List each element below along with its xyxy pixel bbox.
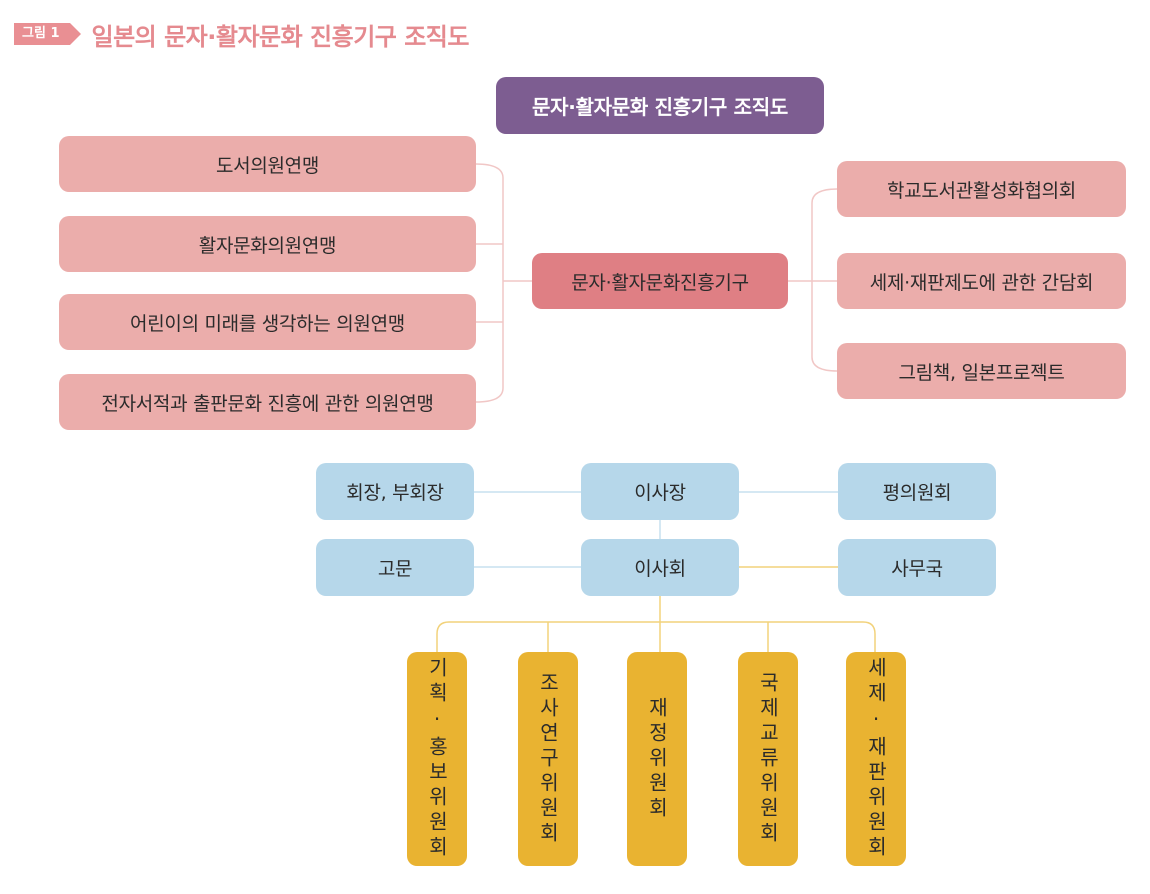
- figure-header: 그림 1 일본의 문자·활자문화 진흥기구 조직도: [14, 16, 469, 52]
- figure-title: 일본의 문자·활자문화 진흥기구 조직도: [91, 22, 470, 51]
- committee-finance: 재정위원회: [627, 652, 687, 866]
- left-group-1: 도서의원연맹: [59, 136, 476, 192]
- right-group-1: 학교도서관활성화협의회: [837, 161, 1126, 217]
- committee-tax: 세제·재판위원회: [846, 652, 906, 866]
- center-org: 문자·활자문화진흥기구: [532, 253, 788, 309]
- right-group-3: 그림책, 일본프로젝트: [837, 343, 1126, 399]
- left-group-2: 활자문화의원연맹: [59, 216, 476, 272]
- council-box: 평의원회: [838, 463, 996, 520]
- right-group-2: 세제·재판제도에 관한 간담회: [837, 253, 1126, 309]
- advisor-box: 고문: [316, 539, 474, 596]
- figure-badge: 그림 1: [14, 23, 80, 45]
- connector-committee-bar: [436, 621, 876, 652]
- chairman-box: 이사장: [581, 463, 739, 520]
- committee-international: 국제교류위원회: [738, 652, 798, 866]
- connector-right-bracket: [811, 188, 838, 372]
- left-group-4: 전자서적과 출판문화 진흥에 관한 의원연맹: [59, 374, 476, 430]
- committee-planning: 기획·홍보위원회: [407, 652, 467, 866]
- connector-left-bracket: [475, 163, 504, 403]
- committee-research: 조사연구위원회: [518, 652, 578, 866]
- vice-chair-box: 회장, 부회장: [316, 463, 474, 520]
- board-box: 이사회: [581, 539, 739, 596]
- left-group-3: 어린이의 미래를 생각하는 의원연맹: [59, 294, 476, 350]
- diagram-top-title: 문자·활자문화 진흥기구 조직도: [496, 77, 824, 134]
- secretariat-box: 사무국: [838, 539, 996, 596]
